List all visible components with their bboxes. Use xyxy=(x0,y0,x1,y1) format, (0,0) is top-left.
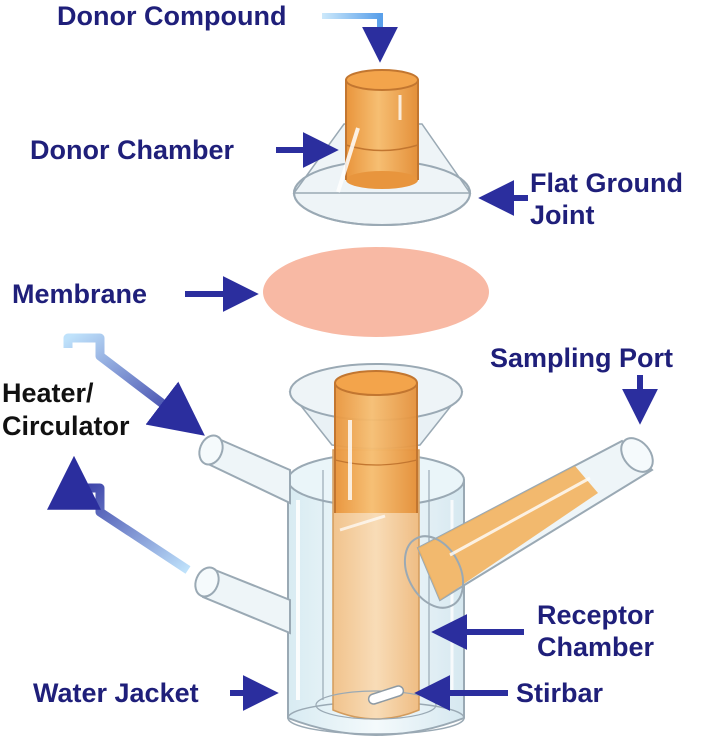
donor-tube-top xyxy=(345,69,419,91)
donor-compound-arrow xyxy=(322,13,398,63)
label-membrane: Membrane xyxy=(12,279,148,309)
label-donor-chamber: Donor Chamber xyxy=(30,135,235,165)
receptor-cell-part xyxy=(287,363,465,736)
label-receptor-line1: Receptor xyxy=(537,600,655,630)
label-stirbar: Stirbar xyxy=(516,678,604,708)
label-flat-ground-joint-line1: Flat Ground xyxy=(530,168,683,198)
jacket-inlet-lower xyxy=(194,566,291,635)
label-receptor-line2: Chamber xyxy=(537,632,655,662)
membrane-disc xyxy=(263,247,489,337)
label-flat-ground-joint-line2: Joint xyxy=(530,200,595,230)
heater-outflow-arrow xyxy=(63,333,205,436)
heater-return-arrow xyxy=(47,455,191,574)
donor-chamber-part xyxy=(292,69,472,226)
label-donor-compound: Donor Compound xyxy=(57,1,287,31)
sampling-port-arm xyxy=(403,437,654,609)
label-heater-line2: Circulator xyxy=(2,411,130,441)
sampling-port-opening xyxy=(620,437,654,473)
label-sampling-port: Sampling Port xyxy=(490,343,674,373)
stirbar-shape xyxy=(367,685,405,705)
label-water-jacket: Water Jacket xyxy=(33,678,199,708)
label-heater-line1: Heater/ xyxy=(2,378,94,408)
label-arrows xyxy=(47,13,658,711)
jacket-inlet-upper xyxy=(198,434,291,505)
receptor-neck-top xyxy=(334,370,418,396)
